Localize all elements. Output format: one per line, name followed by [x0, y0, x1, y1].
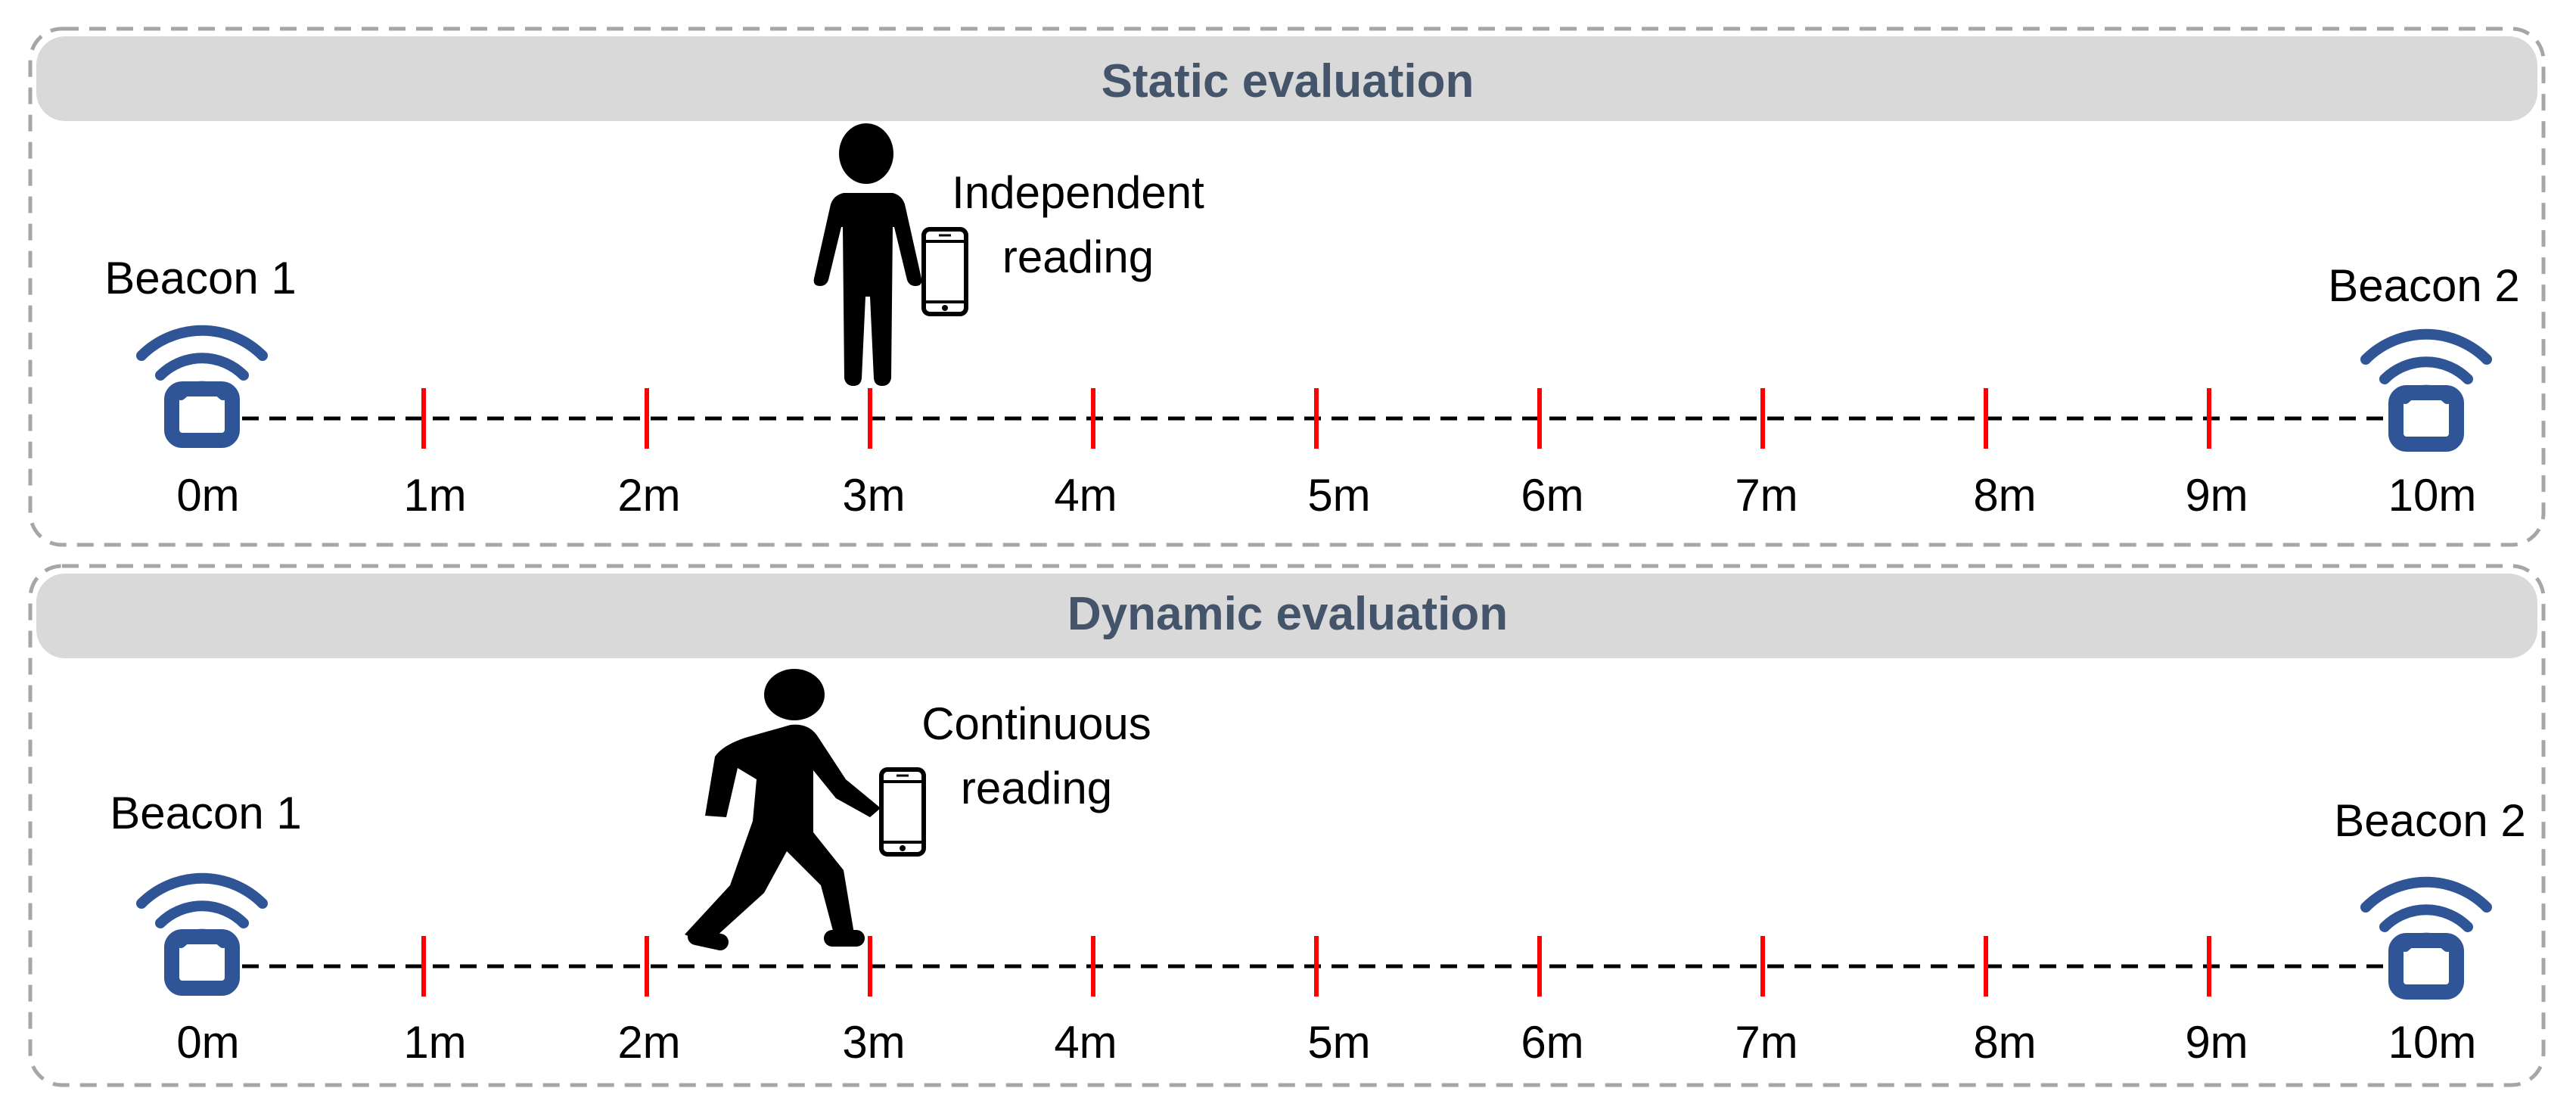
distance-label: 7m [1735, 1017, 1798, 1068]
distance-label: 4m [1054, 1017, 1117, 1068]
distance-label: 8m [1973, 1017, 2036, 1068]
distance-label: 4m [1054, 470, 1117, 521]
beacon-1-icon [141, 878, 263, 988]
distance-label: 9m [2185, 470, 2248, 521]
distance-label: 1m [403, 470, 466, 521]
standing-person-icon [813, 123, 922, 386]
distance-label: 5m [1307, 470, 1370, 521]
distance-label: 3m [842, 1017, 905, 1068]
reading-label-line2: reading [1002, 232, 1154, 282]
phone-icon [924, 229, 966, 314]
distance-label: 2m [617, 1017, 680, 1068]
static-panel: Static evaluation Beacon 1 Beacon 2 0m 1… [28, 26, 2546, 547]
beacon-2-label: Beacon 2 [2334, 795, 2526, 846]
static-panel-title: Static evaluation [1102, 55, 1474, 107]
distance-label: 3m [842, 470, 905, 521]
beacon-2-label: Beacon 2 [2328, 260, 2520, 311]
distance-label: 5m [1307, 1017, 1370, 1068]
static-ticks [421, 388, 2211, 449]
distance-label: 8m [1973, 470, 2036, 521]
reading-label-line1: Continuous [921, 698, 1151, 749]
distance-label: 7m [1735, 470, 1798, 521]
distance-label: 9m [2185, 1017, 2248, 1068]
distance-label: 6m [1521, 1017, 1583, 1068]
phone-icon [881, 770, 924, 854]
reading-label-line2: reading [961, 763, 1112, 813]
beacon-1-label: Beacon 1 [104, 253, 297, 303]
beacon-1-icon [141, 331, 263, 440]
distance-label: 0m [176, 470, 239, 521]
distance-label: 10m [2388, 1017, 2477, 1068]
walking-person-icon [685, 669, 881, 950]
static-panel-header [36, 36, 2537, 121]
dynamic-panel: Dynamic evaluation Beacon 1 Beacon 2 0m … [28, 564, 2546, 1087]
distance-label: 1m [403, 1017, 466, 1068]
distance-label: 6m [1521, 470, 1583, 521]
beacon-2-icon [2366, 334, 2487, 444]
dynamic-panel-header [36, 574, 2537, 658]
dynamic-distance-labels: 0m 1m 2m 3m 4m 5m 6m 7m 8m 9m 10m [176, 1017, 2476, 1068]
static-panel-border [28, 26, 2546, 547]
static-distance-labels: 0m 1m 2m 3m 4m 5m 6m 7m 8m 9m 10m [176, 470, 2476, 521]
dynamic-panel-border [28, 564, 2546, 1087]
beacon-2-icon [2366, 882, 2487, 992]
reading-label-line1: Independent [952, 167, 1204, 218]
dynamic-panel-title: Dynamic evaluation [1067, 588, 1508, 640]
distance-label: 2m [617, 470, 680, 521]
beacon-1-label: Beacon 1 [110, 788, 302, 838]
distance-label: 0m [176, 1017, 239, 1068]
dynamic-ticks [421, 936, 2211, 997]
distance-label: 10m [2388, 470, 2477, 521]
